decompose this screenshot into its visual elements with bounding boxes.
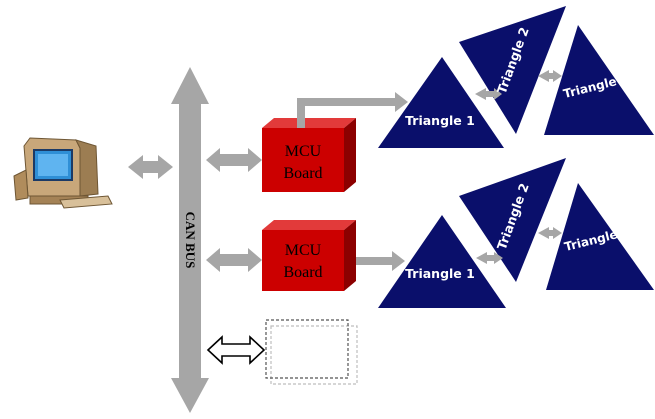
mcu-board-1: MCU Board: [262, 118, 356, 192]
can-bus-arrow: [171, 67, 209, 413]
chain-1-triangle-2: [459, 6, 566, 134]
board-1-to-triangle-arrow: [297, 92, 408, 128]
chain-1-triangle-1-label: Triangle 1: [405, 113, 475, 128]
mcu-board-2: MCU Board: [262, 220, 356, 291]
bus-board-1-arrow: [206, 148, 262, 172]
chain-2-triangle-3: [546, 183, 654, 290]
empty-board-slot: [265, 319, 358, 385]
mcu-board-1-line1: MCU: [285, 143, 322, 160]
board-2-to-triangle-arrow: [356, 251, 405, 271]
computer-icon: [13, 137, 113, 209]
bus-empty-slot-arrow: [206, 335, 266, 365]
chain-2-triangle-2: [459, 158, 566, 282]
chain-2-triangle-1: [378, 215, 506, 308]
triangle-chain-2: Triangle 1 Triangle 2 Triangle n: [378, 158, 654, 308]
can-bus-label: CAN BUS: [183, 212, 198, 269]
computer-bus-arrow: [128, 155, 173, 179]
mcu-board-1-line2: Board: [283, 165, 322, 182]
chain-2-triangle-1-label: Triangle 1: [405, 266, 475, 281]
triangle-chain-1: Triangle 1 Triangle 2 Triangle n: [378, 6, 654, 148]
bus-board-2-arrow: [206, 248, 262, 272]
mcu-board-2-line1: MCU: [285, 242, 322, 259]
chain-1-triangle-1: [378, 57, 504, 148]
mcu-board-2-line2: Board: [283, 264, 322, 281]
chain-1-triangle-3: [544, 25, 654, 135]
